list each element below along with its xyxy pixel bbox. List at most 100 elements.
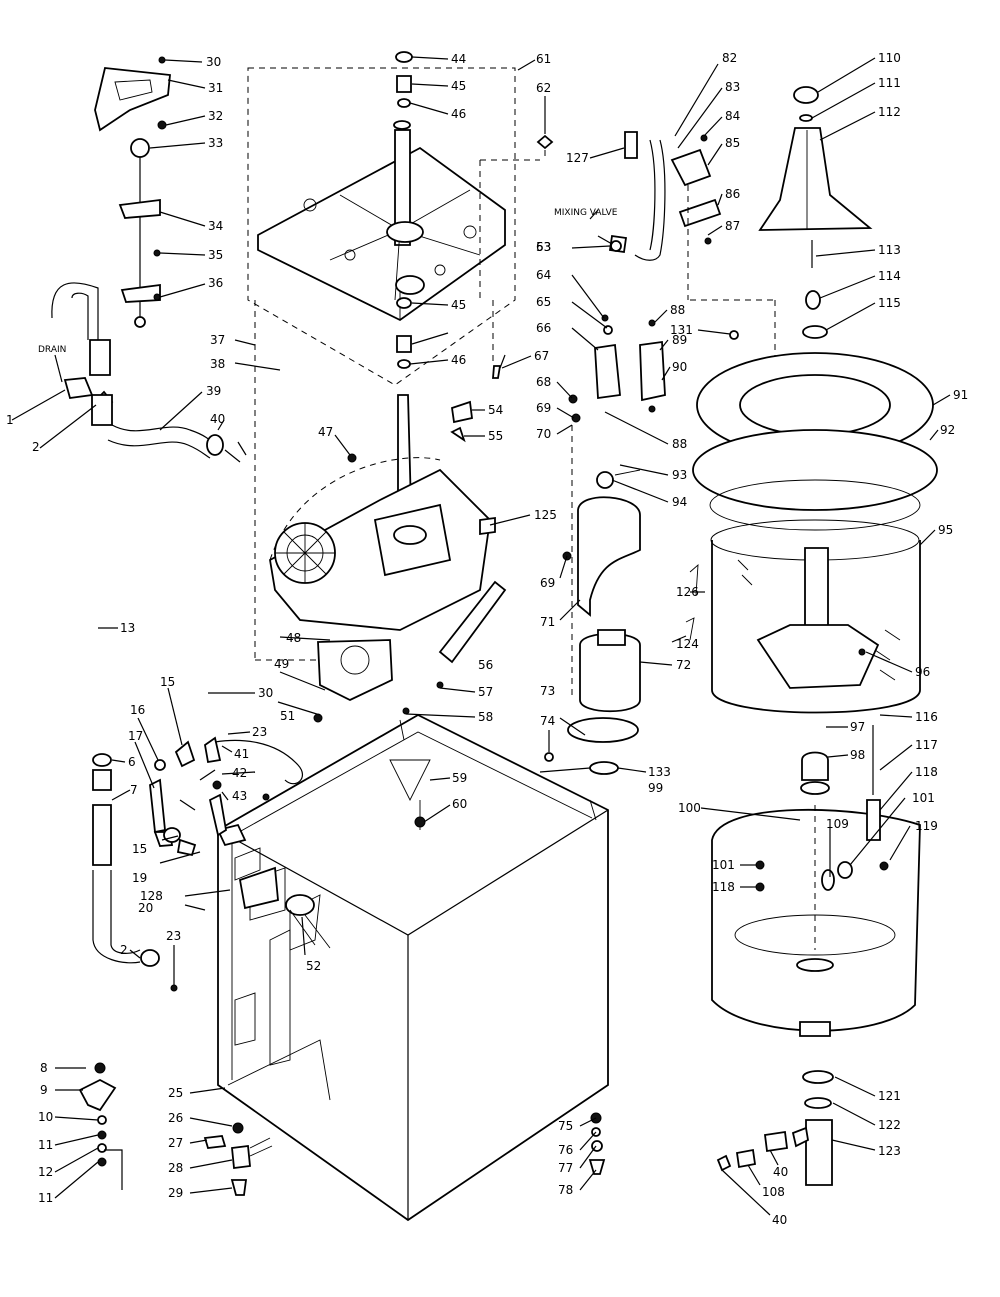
transmission-base-plate [247, 51, 554, 386]
callout: 23 [166, 929, 181, 943]
callout: 133 [648, 765, 671, 779]
callout: 88 [670, 303, 685, 317]
mixing-valve-assembly [601, 131, 722, 335]
callout: 63 [536, 240, 551, 254]
tub-cover-and-basket [692, 330, 938, 714]
callout: 38 [210, 357, 225, 371]
callout: 47 [318, 425, 333, 439]
callout: 131 [670, 323, 693, 337]
callout: 6 [128, 755, 136, 769]
inlet-valve-assembly [149, 736, 331, 949]
callout: 31 [208, 81, 223, 95]
callout: 112 [878, 105, 901, 119]
callout: 20 [138, 901, 153, 915]
callout: 39 [206, 384, 221, 398]
callout: 117 [915, 738, 938, 752]
callout: 111 [878, 76, 901, 90]
callout: 113 [878, 243, 901, 257]
callout: 15 [132, 842, 147, 856]
callout: 127 [566, 151, 589, 165]
motor-mount-assembly [544, 319, 699, 775]
callout: 1 [6, 413, 14, 427]
callout: 2 [120, 943, 128, 957]
callout: 8 [40, 1061, 48, 1075]
callout: 116 [915, 710, 938, 724]
mixing-valve-annotation: MIXING VALVE [554, 208, 618, 218]
callout: 49 [274, 657, 289, 671]
callout: 52 [306, 959, 321, 973]
callout: 41 [234, 747, 249, 761]
annotation-labels: DRAIN MIXING VALVE [38, 208, 618, 355]
callout: 59 [452, 771, 467, 785]
callout: 40 [773, 1165, 788, 1179]
callout: 89 [672, 333, 687, 347]
callout: 72 [676, 658, 691, 672]
callout: 10 [38, 1110, 53, 1124]
callout: 100 [678, 801, 701, 815]
callout: 90 [672, 360, 687, 374]
callout: 118 [915, 765, 938, 779]
callout: 125 [534, 508, 557, 522]
callout: 40 [772, 1213, 787, 1227]
lid-switch-assembly [94, 56, 171, 328]
callout: 35 [208, 248, 223, 262]
callout: 99 [648, 781, 663, 795]
callout: 118 [712, 880, 735, 894]
callout: 86 [725, 187, 740, 201]
callout: 56 [478, 658, 493, 672]
transmission-assembly [254, 300, 491, 723]
callout: 27 [168, 1136, 183, 1150]
callout: 32 [208, 109, 223, 123]
callout: 34 [208, 219, 223, 233]
callout: 101 [912, 791, 935, 805]
callout: 37 [210, 333, 225, 347]
callout: 28 [168, 1161, 183, 1175]
callout: 51 [280, 709, 295, 723]
callout: 78 [558, 1183, 573, 1197]
callout: 84 [725, 109, 740, 123]
callout: 13 [120, 621, 135, 635]
callout: 58 [478, 710, 493, 724]
callout: 19 [132, 871, 147, 885]
callout: 46 [451, 353, 466, 367]
callout: 92 [940, 423, 955, 437]
callout: 11 [38, 1138, 53, 1152]
callout: 88 [672, 437, 687, 451]
callout: 11 [38, 1191, 53, 1205]
callout: 69 [536, 401, 551, 415]
callout: 70 [536, 427, 551, 441]
callout: 128 [140, 889, 163, 903]
callout: 126 [676, 585, 699, 599]
callout: 40 [210, 412, 225, 426]
callout: 114 [878, 269, 901, 283]
drain-annotation: DRAIN [38, 345, 66, 355]
callout: 57 [478, 685, 493, 699]
callout: 2 [32, 440, 40, 454]
callout: 65 [536, 295, 551, 309]
callout: 45 [451, 79, 466, 93]
callout: 9 [40, 1083, 48, 1097]
callout: 82 [722, 51, 737, 65]
callout: 71 [540, 615, 555, 629]
callout: 91 [953, 388, 968, 402]
callout: 48 [286, 631, 301, 645]
callout: 36 [208, 276, 223, 290]
callout: 29 [168, 1186, 183, 1200]
callout: 98 [850, 748, 865, 762]
callout: 119 [915, 819, 938, 833]
callout-numbers: 30 31 32 33 34 35 36 37 38 39 40 2 1 44 … [6, 51, 968, 1227]
callout: 45 [451, 298, 466, 312]
callout: 124 [676, 637, 699, 651]
callout: 109 [826, 817, 849, 831]
callout: 42 [232, 766, 247, 780]
callout: 94 [672, 495, 687, 509]
callout: 26 [168, 1111, 183, 1125]
callout: 30 [258, 686, 273, 700]
callout: 121 [878, 1089, 901, 1103]
callout: 95 [938, 523, 953, 537]
callout: 93 [672, 468, 687, 482]
callout: 73 [540, 684, 555, 698]
callout: 54 [488, 403, 503, 417]
callout: 16 [130, 703, 145, 717]
